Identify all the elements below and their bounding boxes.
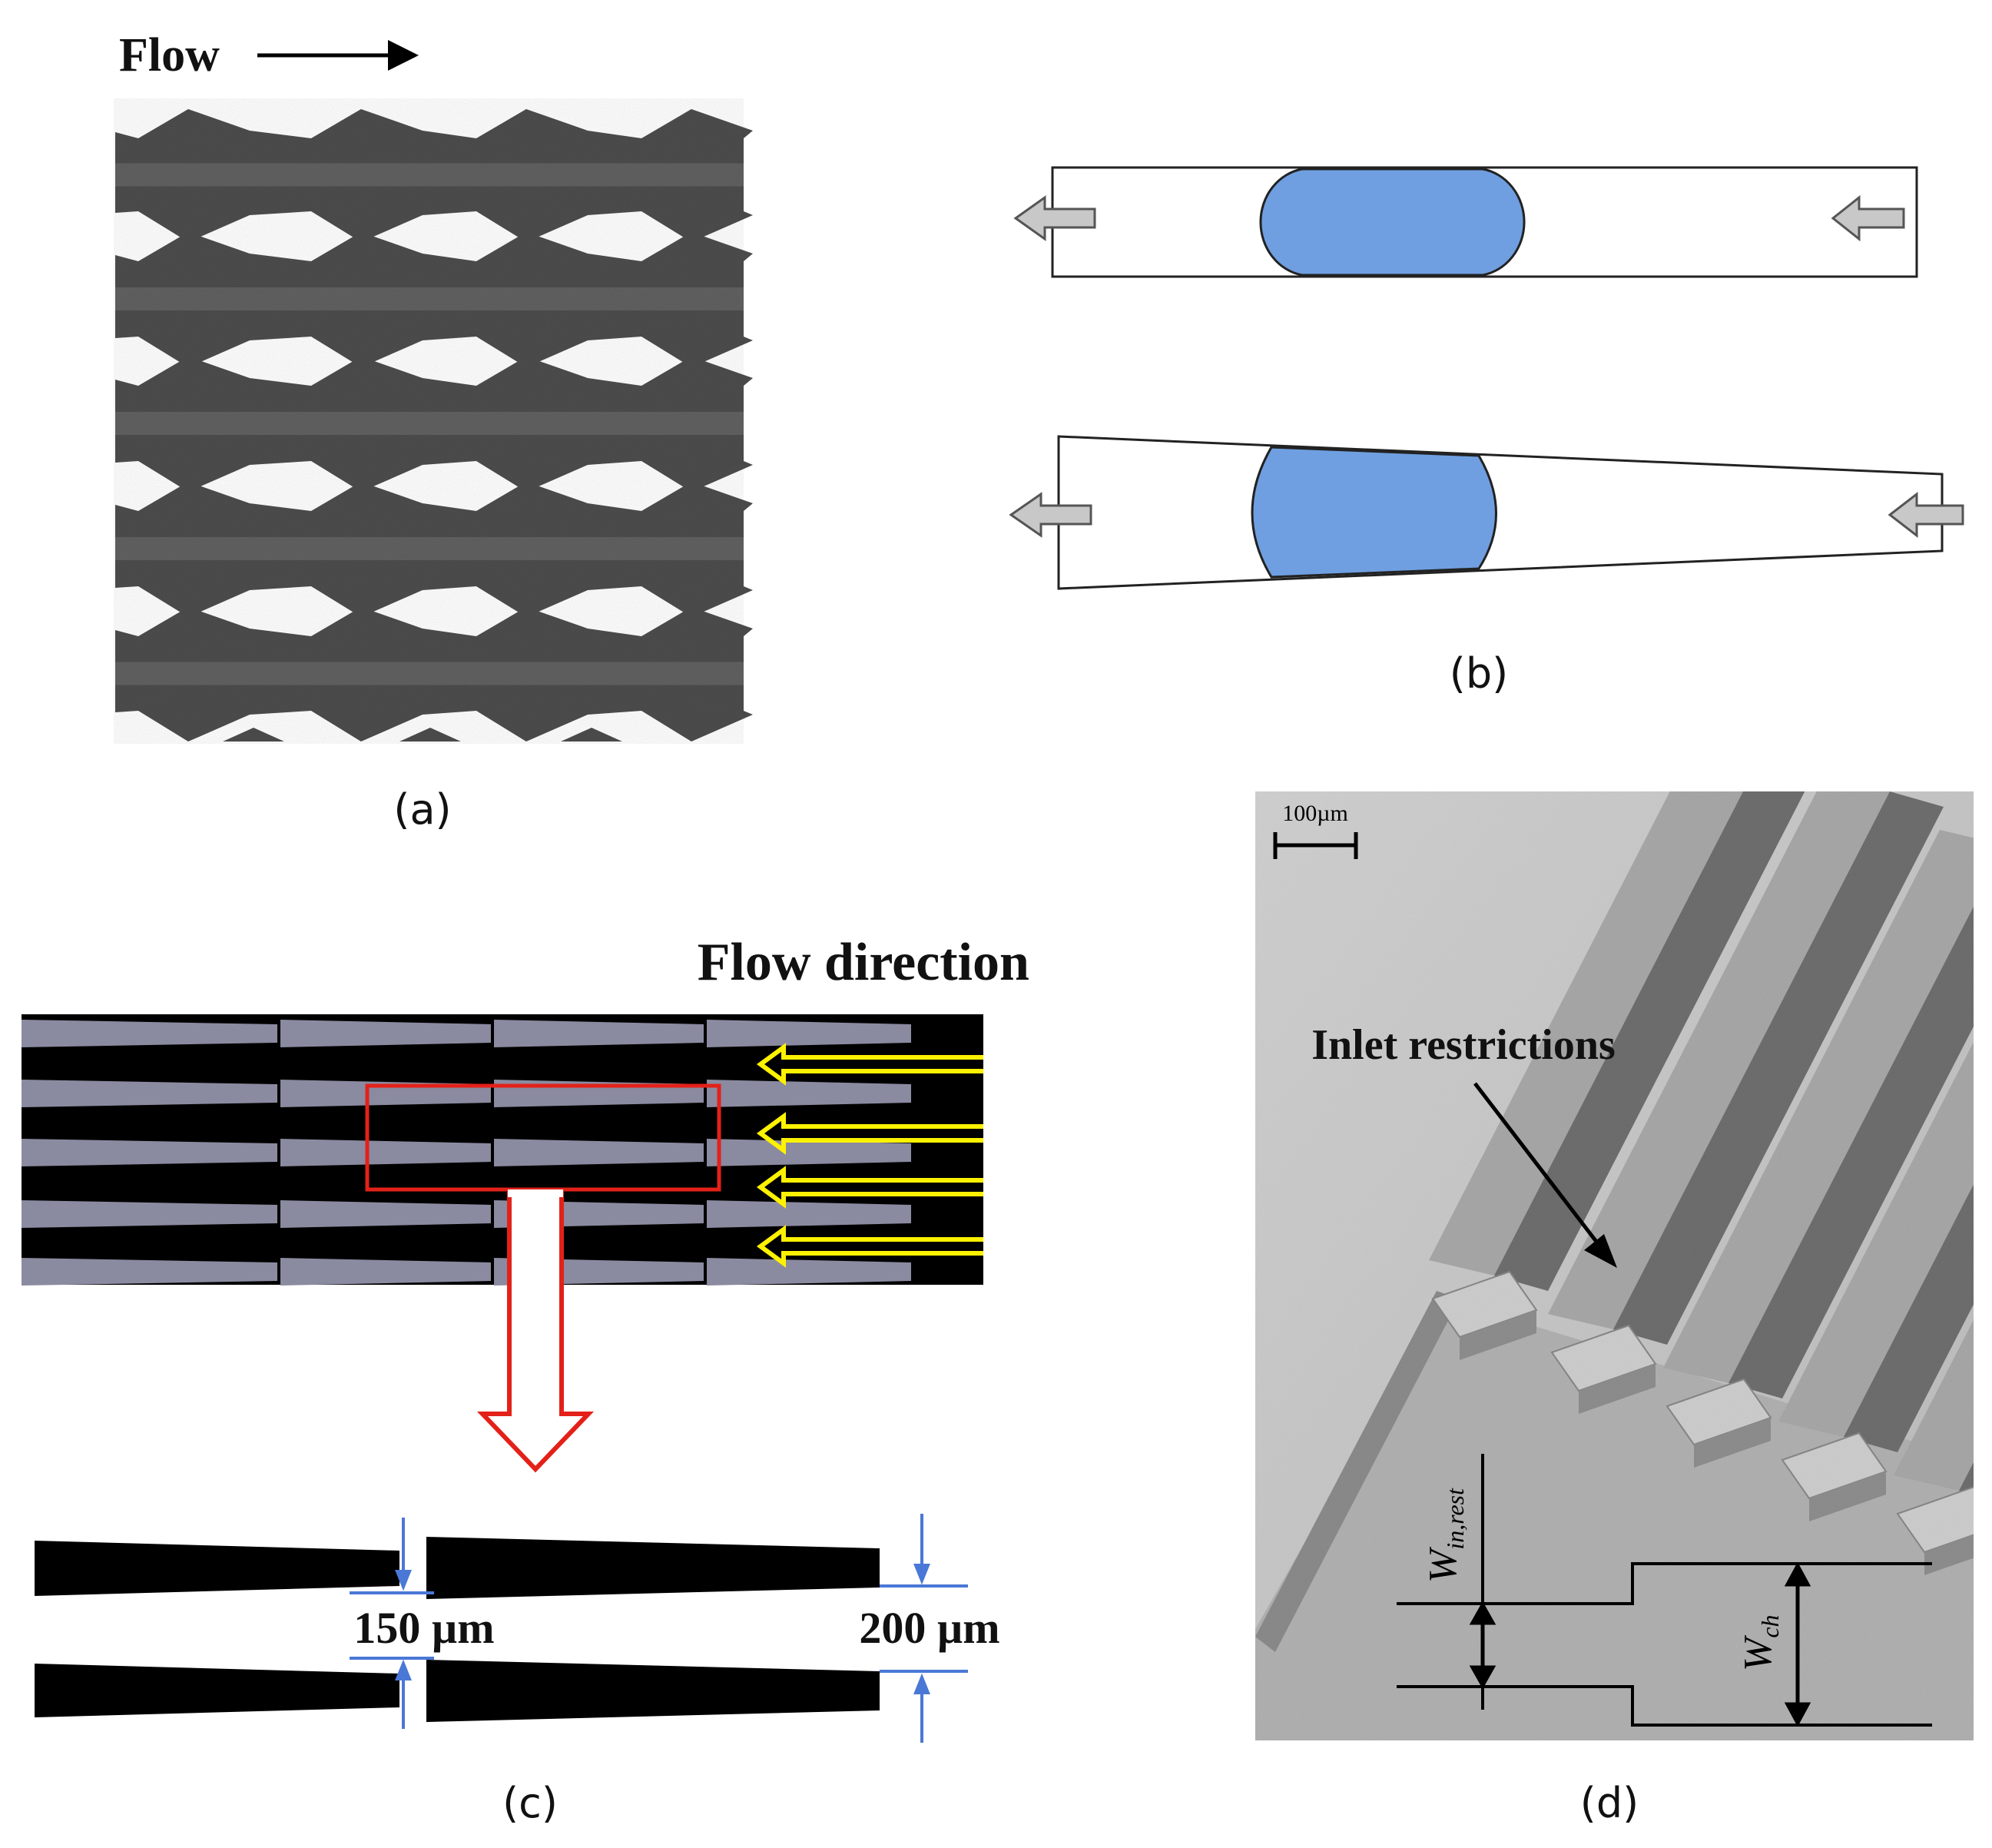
- w-in-rest-main: W: [1421, 1546, 1465, 1583]
- inlet-arrow-tapered: [1888, 491, 1964, 539]
- channel-core-a: [115, 287, 744, 310]
- sem-image: [1255, 791, 1974, 1740]
- flow-label: Flow: [119, 29, 220, 81]
- droplet-straight: [1259, 168, 1526, 277]
- channel-wall-d: [1778, 1042, 1974, 1437]
- inlet-restrictions-label: Inlet restrictions: [1311, 1021, 1616, 1069]
- channel-segment-c: [494, 1080, 704, 1107]
- panel-d: 100µm Inlet restrictions Win,rest: [1255, 791, 1974, 1827]
- detail-channels: [35, 1537, 880, 1722]
- channel-groove-d: [1613, 791, 1944, 1345]
- restriction-block-d: [1896, 1486, 1974, 1554]
- channel-tip-a: [399, 728, 461, 742]
- panel-b: (b): [1009, 166, 1964, 698]
- w-ch-dimension-arrow: [1784, 1561, 1811, 1727]
- restriction-face-d: [1460, 1310, 1536, 1360]
- yellow-arrow: [756, 1112, 983, 1155]
- channel-segment-c: [22, 1258, 277, 1286]
- channel-wall-d: [1894, 1319, 1974, 1491]
- caption-d: (d): [1580, 1779, 1639, 1827]
- zoom-arrow: [476, 1189, 595, 1473]
- outlet-arrow-straight: [1013, 195, 1096, 241]
- channel-tip-a: [223, 728, 284, 742]
- channel-segment-c: [494, 1020, 704, 1047]
- w-ch-main: W: [1736, 1634, 1780, 1671]
- droplet-tapered: [1251, 446, 1497, 579]
- channel-wall-d: [1548, 791, 1890, 1329]
- channel-segment-c: [22, 1080, 277, 1107]
- flow-arrow: [257, 40, 419, 71]
- scale-bar-label: 100µm: [1282, 801, 1348, 826]
- channel-groove-d: [1844, 1184, 1974, 1452]
- channel-groove-d: [1494, 791, 1805, 1291]
- w-ch-sub: ch: [1756, 1614, 1784, 1637]
- dimension-200: [880, 1514, 968, 1743]
- channel-groove-d: [1728, 906, 1974, 1398]
- panel-a: Flow (a): [114, 29, 753, 834]
- channel-segment-c: [707, 1258, 911, 1286]
- dimension-label-200: 200 µm: [859, 1603, 999, 1653]
- svg-text:Wch: Wch: [1736, 1614, 1784, 1671]
- dimension-150: [350, 1518, 434, 1729]
- channel-wall-d: [1429, 791, 1743, 1276]
- channel-segment-c: [280, 1020, 491, 1047]
- panel-c: Flow direction: [22, 933, 1029, 1827]
- tapered-channel: [1057, 435, 1944, 590]
- caption-b: (b): [1450, 649, 1508, 698]
- channel-segment-c: [280, 1139, 491, 1166]
- channel-core-a: [115, 662, 744, 685]
- restriction-face-d: [1924, 1534, 1974, 1575]
- caption-a: (a): [393, 785, 451, 834]
- channel-segment-c: [707, 1020, 911, 1047]
- scale-bar: 100µm: [1273, 801, 1358, 859]
- restriction-face-d: [1579, 1364, 1656, 1414]
- channel-core-a: [115, 163, 744, 187]
- caption-c: (c): [502, 1779, 558, 1827]
- channel-segment-c: [707, 1139, 911, 1166]
- channel-core-a: [115, 412, 744, 435]
- yellow-arrow: [756, 1043, 983, 1086]
- flow-direction-title: Flow direction: [698, 933, 1029, 992]
- channel-segment-c: [22, 1020, 277, 1047]
- w-ch-label: Wch: [1736, 1614, 1784, 1671]
- restriction-schematic: [1397, 1454, 1932, 1727]
- channel-core-a: [115, 537, 744, 560]
- channel-segment-c: [280, 1258, 491, 1286]
- yellow-flow-arrows: [756, 1043, 983, 1268]
- w-in-rest-sub: in,rest: [1441, 1488, 1469, 1550]
- annotation-arrow: [1473, 1082, 1617, 1268]
- channel-groove-d: [1959, 1462, 1974, 1495]
- channel-tip-a: [561, 728, 622, 742]
- channel-segment-c: [707, 1080, 911, 1107]
- yellow-arrow: [756, 1166, 983, 1209]
- channel-segment-c: [22, 1139, 277, 1166]
- w-in-rest-label: Win,rest: [1421, 1488, 1469, 1583]
- channel-wall-d: [1663, 830, 1974, 1383]
- channel-segment-c: [280, 1200, 491, 1228]
- dimension-label-150: 150 µm: [353, 1603, 494, 1653]
- micrograph-a: [114, 98, 753, 744]
- channel-segment-c: [707, 1200, 911, 1228]
- channel-segment-c: [494, 1139, 704, 1166]
- channel-segment-c: [280, 1080, 491, 1107]
- outlet-arrow-tapered: [1009, 492, 1092, 538]
- channel-segment-c: [22, 1200, 277, 1228]
- yellow-arrow: [756, 1225, 983, 1268]
- restriction-face-d: [1809, 1471, 1886, 1521]
- restriction-face-d: [1694, 1418, 1771, 1468]
- channel-array: [22, 1014, 983, 1286]
- svg-text:Win,rest: Win,rest: [1421, 1488, 1469, 1583]
- inlet-arrow-straight: [1831, 194, 1905, 242]
- w-in-dimension-arrow: [1469, 1601, 1496, 1690]
